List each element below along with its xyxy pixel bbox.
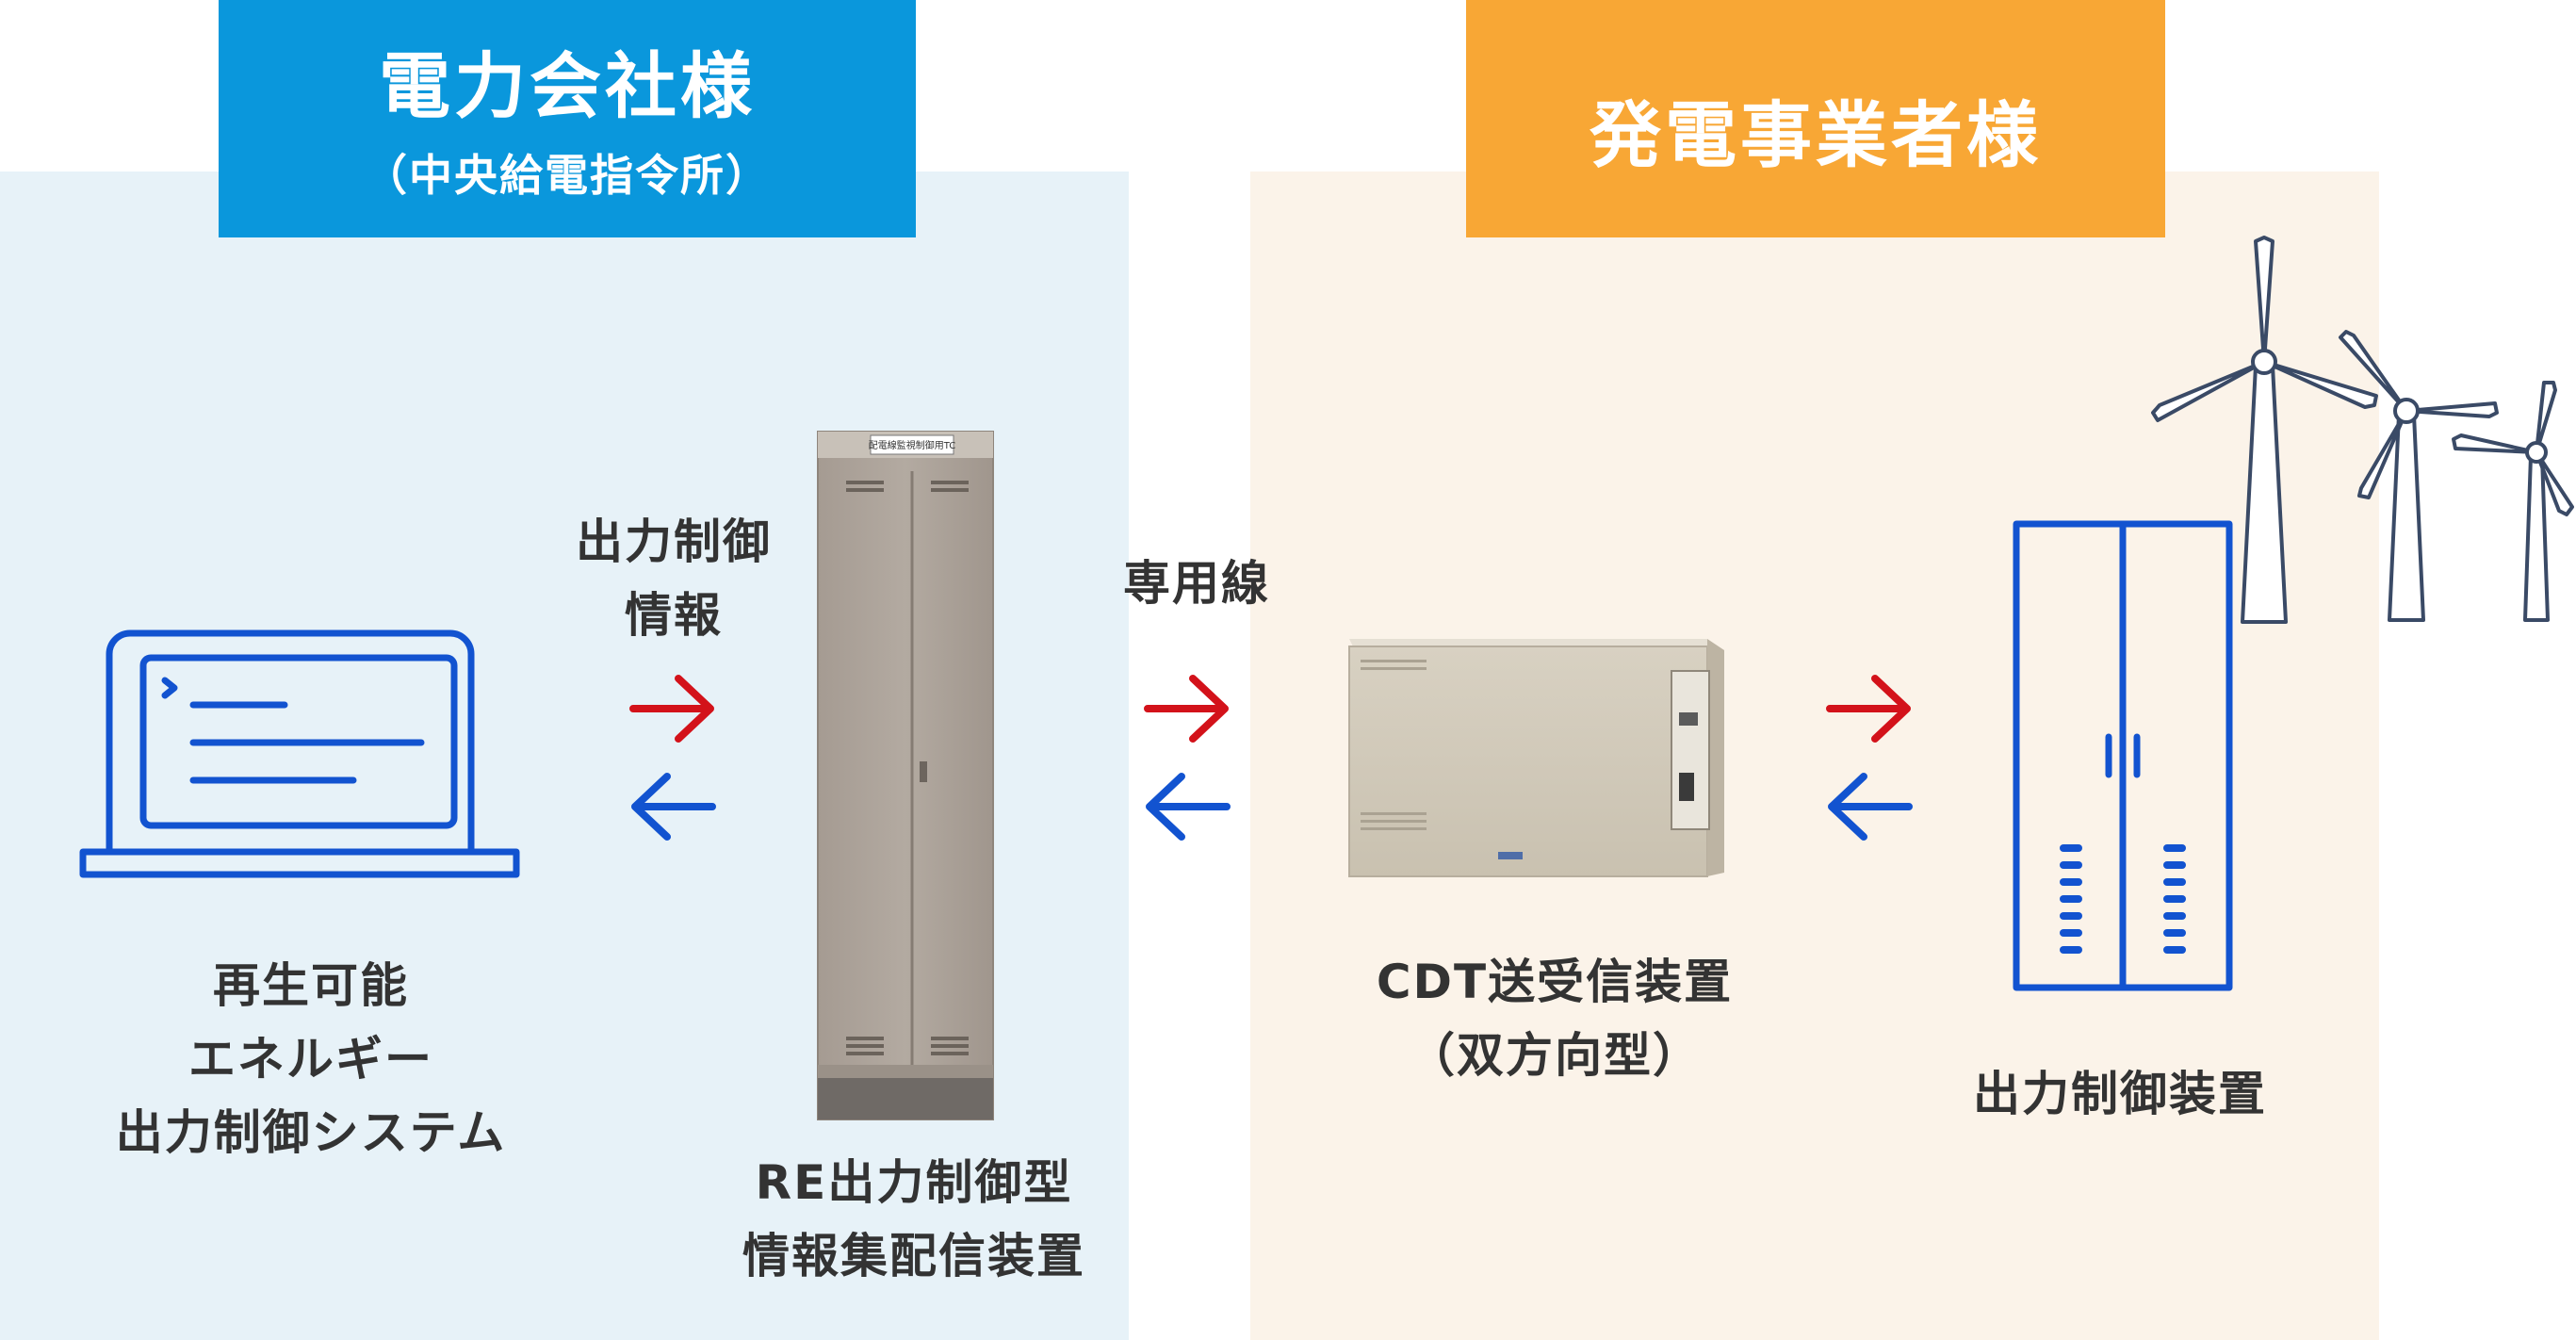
arrow-forward-2 [1144,675,1229,743]
distributor-cabinet-image: 配電線監視制御用TC [817,431,994,1120]
wind-turbine-icon [2151,236,2574,624]
cabinet-icon [2013,520,2233,991]
cabinet-vent-right [2163,844,2186,954]
arrow-forward-1 [629,675,714,743]
cdt-transceiver-image [1348,639,1724,877]
utility-title: 電力会社様 [379,44,756,128]
controller-label: 出力制御装置 [1973,1067,2267,1121]
arrow-forward-3 [1826,675,1911,743]
utility-subtitle: （中央給電指令所） [364,150,771,201]
cabinet-vent-left [2060,844,2082,954]
distributor-nameplate: 配電線監視制御用TC [869,439,956,451]
info-link-label: 出力制御 情報 [576,515,772,643]
dedicated-line-label: 専用線 [1123,556,1270,611]
system-label: 再生可能 エネルギー 出力制御システム [115,958,507,1160]
arrow-back-3 [1828,773,1913,841]
generator-title: 発電事業者様 [1590,93,2042,177]
arrow-back-2 [1146,773,1231,841]
generator-header: 発電事業者様 [1466,0,2165,237]
cdt-label: CDT送受信装置 （双方向型） [1376,955,1734,1083]
distributor-label: RE出力制御型 情報集配信装置 [742,1155,1085,1283]
utility-header: 電力会社様 （中央給電指令所） [219,0,916,237]
laptop-icon [79,629,520,878]
arrow-back-1 [631,773,716,841]
